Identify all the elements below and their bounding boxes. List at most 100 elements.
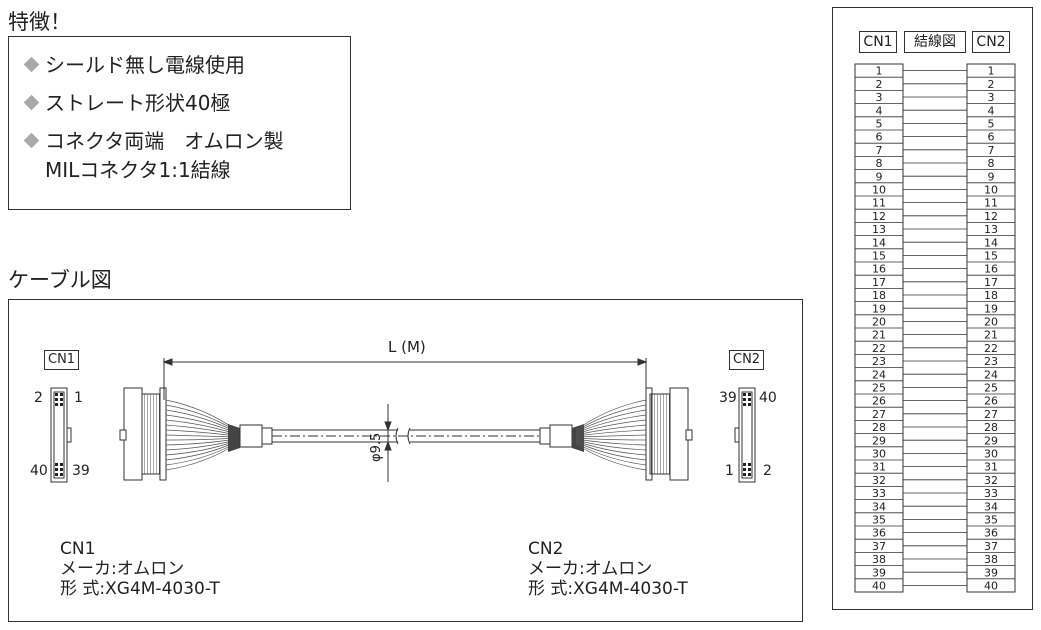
cn1-pin-number: 15 — [872, 250, 886, 263]
cn2-pin-number: 33 — [984, 487, 998, 500]
cable-diagram-heading: ケーブル図 — [8, 268, 112, 292]
feature-text: ストレート形状40極 — [45, 91, 231, 115]
cn2-pin-number: 24 — [984, 368, 998, 381]
cn1-pin-number: 22 — [872, 342, 886, 355]
cn2-pin-number: 6 — [988, 131, 995, 144]
feature-text: コネクタ両端 オムロン製 — [45, 129, 284, 153]
cn1-info-maker: メーカ:オムロン — [60, 559, 185, 579]
cn2-pin-number: 30 — [984, 448, 998, 461]
cn2-pin-number: 4 — [988, 104, 995, 117]
length-dimension — [162, 358, 648, 400]
cn1-pin-number: 17 — [872, 276, 886, 289]
cn2-pin-label: 40 — [759, 390, 777, 406]
cn1-pin-number: 26 — [872, 395, 886, 408]
cn2-pin-number: 2 — [988, 78, 995, 91]
cn1-pin-number: 39 — [872, 566, 886, 579]
cn2-pin-number: 1 — [988, 65, 995, 78]
cn2-pin-number: 23 — [984, 355, 998, 368]
cn1-info: CN1 メーカ:オムロン 形 式:XG4M-4030-T — [60, 539, 220, 599]
cn1-info-model: 形 式:XG4M-4030-T — [60, 579, 220, 599]
cn1-pin-number: 27 — [872, 408, 886, 421]
cn2-pin-number: 26 — [984, 395, 998, 408]
cn1-pin-number: 8 — [876, 157, 883, 170]
cable-diagram-box — [8, 299, 803, 622]
cn1-pin-label: 39 — [72, 463, 90, 479]
cn1-pin-number: 11 — [872, 197, 886, 210]
cn1-pin-label: 2 — [34, 390, 43, 406]
cn1-fan-root — [228, 424, 240, 452]
cn2-pin-number: 32 — [984, 474, 998, 487]
cn1-pin-number: 4 — [876, 104, 883, 117]
cn1-pin-number: 5 — [876, 118, 883, 131]
cn1-tag: CN1 — [44, 350, 80, 370]
cn1-info-name: CN1 — [60, 539, 96, 559]
cn2-pin-number: 27 — [984, 408, 998, 421]
wiring-title-header: 結線図 — [904, 31, 966, 53]
cn2-pin-number: 19 — [984, 302, 998, 315]
cn2-pin-number: 31 — [984, 461, 998, 474]
cn2-pin-number: 38 — [984, 553, 998, 566]
cn1-pin-number: 23 — [872, 355, 886, 368]
cn1-pin-number: 35 — [872, 514, 886, 527]
cable-body — [272, 427, 540, 445]
cn2-pin-number: 7 — [988, 144, 995, 157]
cn1-pin-number: 1 — [876, 65, 883, 78]
cn2-pin-number: 17 — [984, 276, 998, 289]
cn2-connector-housing — [645, 387, 693, 481]
cn1-connector-housing — [119, 387, 167, 481]
cn2-info-model: 形 式:XG4M-4030-T — [528, 579, 688, 599]
cn2-pin-number: 40 — [984, 580, 998, 593]
cn1-pin-number: 25 — [872, 382, 886, 395]
cn1-pin-number: 36 — [872, 527, 886, 540]
cn1-pin-number: 3 — [876, 91, 883, 104]
cn1-pin-number: 19 — [872, 302, 886, 315]
features-heading: 特徴！ — [8, 10, 71, 34]
feature-item-1: シールド無し電線使用 — [22, 49, 245, 78]
feature-item-3-line2: MILコネクタ1:1結線 — [45, 158, 231, 182]
cn1-pin-number: 24 — [872, 368, 886, 381]
cn1-pin-number: 2 — [876, 78, 883, 91]
cn2-pin-number: 11 — [984, 197, 998, 210]
cn2-pin-number: 22 — [984, 342, 998, 355]
cn2-pin-number: 39 — [984, 566, 998, 579]
cn1-pin-number: 40 — [872, 580, 886, 593]
cn1-pin-number: 18 — [872, 289, 886, 302]
cn2-pin-number: 28 — [984, 421, 998, 434]
cn2-pin-number: 36 — [984, 527, 998, 540]
cn1-pin-number: 30 — [872, 448, 886, 461]
cn2-pin-number: 3 — [988, 91, 995, 104]
cn2-pin-number: 37 — [984, 540, 998, 553]
cn1-pin-number: 21 — [872, 329, 886, 342]
cn1-pin-label: 40 — [30, 463, 48, 479]
cn2-pin-label: 1 — [725, 463, 734, 479]
cn1-pin-number: 9 — [876, 170, 883, 183]
cn2-tag: CN2 — [729, 350, 765, 370]
cn1-pin-number: 20 — [872, 316, 886, 329]
cn2-info-maker: メーカ:オムロン — [528, 559, 653, 579]
feature-item-2: ストレート形状40極 — [22, 87, 230, 116]
cn2-pin-number: 16 — [984, 263, 998, 276]
cn1-pin-number: 31 — [872, 461, 886, 474]
cn1-pin-number: 14 — [872, 236, 886, 249]
wiring-cn2-header: CN2 — [972, 31, 1010, 53]
cn2-pin-number: 21 — [984, 329, 998, 342]
cn1-pin-label: 1 — [74, 390, 83, 406]
cn1-pin-number: 6 — [876, 131, 883, 144]
cn1-pin-number: 12 — [872, 210, 886, 223]
cn1-pin-number: 38 — [872, 553, 886, 566]
cn2-pin-number: 20 — [984, 316, 998, 329]
cn2-pin-number: 14 — [984, 236, 998, 249]
cn1-pin-number: 16 — [872, 263, 886, 276]
cn2-pin-number: 8 — [988, 157, 995, 170]
cn1-pin-number: 34 — [872, 500, 886, 513]
cn1-pin-number: 32 — [872, 474, 886, 487]
wiring-diagram-box — [832, 7, 1033, 610]
cn2-info: CN2 メーカ:オムロン 形 式:XG4M-4030-T — [528, 539, 688, 599]
cn2-pin-number: 29 — [984, 434, 998, 447]
cn2-pin-number: 10 — [984, 184, 998, 197]
cn2-pin-number: 5 — [988, 118, 995, 131]
cn2-pin-label: 2 — [763, 463, 772, 479]
cn1-pin-number: 33 — [872, 487, 886, 500]
